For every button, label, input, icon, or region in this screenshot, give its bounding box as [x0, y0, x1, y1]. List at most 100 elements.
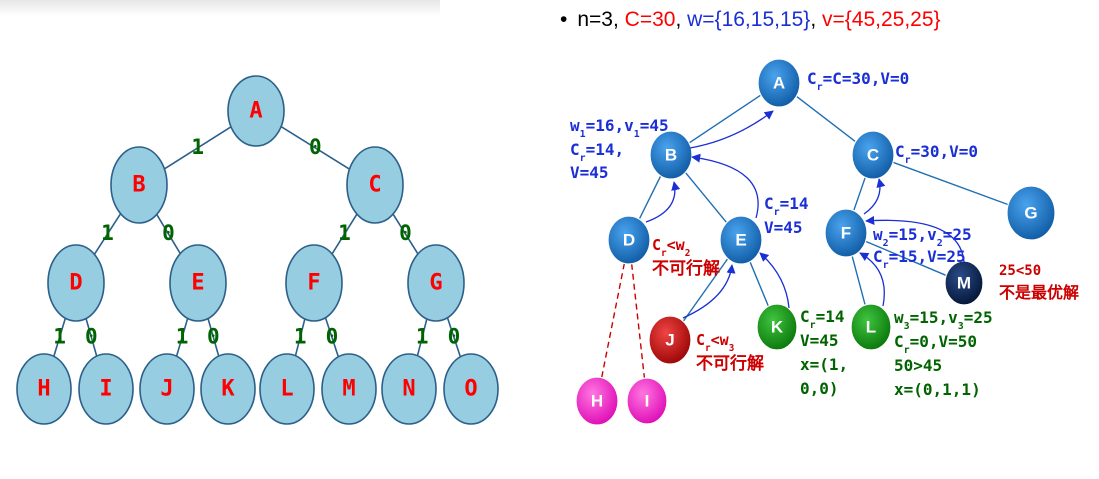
- left-node-F: F: [285, 244, 343, 322]
- right-node-shape-C: [851, 130, 895, 180]
- left-node-shape-A: [227, 75, 285, 147]
- annotation-k-line4: 0,0): [800, 379, 839, 398]
- right-edge-F-L: [851, 255, 866, 306]
- left-node-shape-D: [47, 244, 105, 322]
- annotation-part: =14: [780, 194, 809, 213]
- annotation-d-line2: 不可行解: [652, 258, 720, 279]
- right-node-shape-D: [607, 215, 651, 265]
- left-node-E: E: [169, 244, 227, 322]
- left-edge-label-F-M: 0: [326, 324, 339, 348]
- annotation-part: C: [895, 142, 905, 161]
- left-edge-label-E-K: 0: [207, 324, 220, 348]
- annotation-part: 2: [937, 238, 943, 249]
- right-node-shape-K: [756, 303, 798, 351]
- left-node-shape-J: [139, 353, 195, 425]
- left-edge-label-B-E: 0: [162, 221, 175, 245]
- left-edge-label-F-L: 1: [294, 324, 307, 348]
- annotation-part: C: [807, 69, 817, 88]
- annotation-part: w: [570, 116, 580, 135]
- left-node-shape-M: [321, 353, 377, 425]
- right-node-C: C: [851, 130, 895, 180]
- right-node-G: G: [1006, 185, 1056, 241]
- annotation-part: C: [570, 140, 580, 159]
- annotation-e-line2: V=45: [764, 218, 803, 237]
- annotation-k-line1: Cr=14: [800, 307, 845, 331]
- annotation-part: =15,V=25: [889, 247, 966, 266]
- annotation-m-line2: 不是最优解: [999, 283, 1079, 302]
- right-node-I: I: [626, 377, 668, 425]
- right-node-label-A: A: [773, 74, 785, 93]
- left-edge-B-D: [93, 213, 122, 255]
- annotation-f-line2: Cr=15,V=25: [873, 247, 966, 271]
- right-edge-A-C: [796, 95, 856, 143]
- right-node-F: F: [824, 208, 868, 258]
- annotation-part: <w: [667, 236, 686, 254]
- right-node-B: B: [649, 130, 693, 180]
- annotation-part: =C=30,V=0: [823, 69, 910, 88]
- annotation-part: C: [873, 247, 883, 266]
- annotation-b-line2: Cr=14,: [570, 140, 624, 164]
- right-edge-F-M: [865, 240, 947, 277]
- annotation-part: 不可行解: [696, 353, 764, 374]
- annotation-part: =25: [943, 225, 972, 244]
- right-node-label-B: B: [665, 146, 677, 165]
- left-edge-E-K: [207, 318, 220, 357]
- left-node-shape-I: [78, 353, 134, 425]
- right-edge-D-I: [630, 263, 646, 379]
- annotation-l-line4: x=(0,1,1): [894, 380, 981, 399]
- right-node-label-E: E: [735, 231, 746, 250]
- annotation-part: C: [764, 194, 774, 213]
- annotation-part: =25: [964, 308, 993, 327]
- left-edge-label-A-B: 1: [191, 135, 204, 159]
- right-node-label-F: F: [841, 224, 851, 243]
- left-edge-label-G-O: 0: [448, 324, 461, 348]
- left-edge-A-C: [280, 125, 350, 170]
- right-node-shape-H: [575, 376, 619, 426]
- left-node-B: B: [110, 146, 168, 224]
- annotation-part: r: [817, 82, 823, 93]
- separator: ,: [675, 8, 688, 31]
- problem-statement: •n=3, C=30, w={16,15,15}, v={45,25,25}: [560, 8, 941, 38]
- left-node-shape-H: [16, 353, 72, 425]
- right-node-J: J: [648, 315, 692, 365]
- annotation-part: x=(1,: [800, 355, 848, 374]
- left-node-label-F: F: [307, 271, 320, 296]
- annotation-l-line3: 50>45: [894, 356, 942, 375]
- left-node-M: M: [321, 353, 377, 425]
- right-edge-C-F: [853, 177, 866, 211]
- left-edge-D-I: [85, 318, 98, 357]
- annotation-part: r: [705, 343, 711, 354]
- annotation-part: =30,V=0: [911, 142, 978, 161]
- annotation-e-line1: Cr=14: [764, 194, 809, 218]
- arrow-M-to-F: [865, 215, 965, 263]
- left-node-label-N: N: [402, 377, 415, 402]
- right-edge-B-E: [684, 172, 728, 223]
- left-edge-C-G: [392, 213, 419, 255]
- left-node-shape-L: [259, 353, 315, 425]
- left-edge-A-B: [163, 126, 232, 170]
- left-node-shape-C: [346, 146, 404, 224]
- left-node-A: A: [227, 75, 285, 147]
- right-node-label-D: D: [623, 231, 635, 250]
- backtrack-arrows: [645, 110, 965, 319]
- weights-value: w={16,15,15}: [687, 8, 811, 31]
- right-edge-B-D: [638, 175, 662, 220]
- left-node-G: G: [407, 244, 465, 322]
- left-edge-label-A-C: 0: [309, 135, 322, 159]
- annotation-part: 2: [883, 238, 889, 249]
- separator: ,: [810, 8, 822, 31]
- right-node-shape-A: [757, 58, 801, 108]
- top-shadow-bar: [0, 0, 440, 16]
- arrow-J-to-E: [682, 264, 736, 319]
- annotation-part: 1: [580, 129, 586, 140]
- right-node-label-G: G: [1024, 204, 1037, 223]
- left-edge-label-C-F: 1: [338, 221, 351, 245]
- left-node-label-C: C: [368, 173, 381, 198]
- left-edge-label-E-J: 1: [176, 324, 189, 348]
- annotation-part: C: [894, 332, 904, 351]
- annotation-f-line1: w2=15,v2=25: [873, 225, 972, 249]
- left-edge-C-F: [331, 213, 358, 255]
- right-node-shape-J: [648, 315, 692, 365]
- annotation-part: =15,v: [889, 225, 938, 244]
